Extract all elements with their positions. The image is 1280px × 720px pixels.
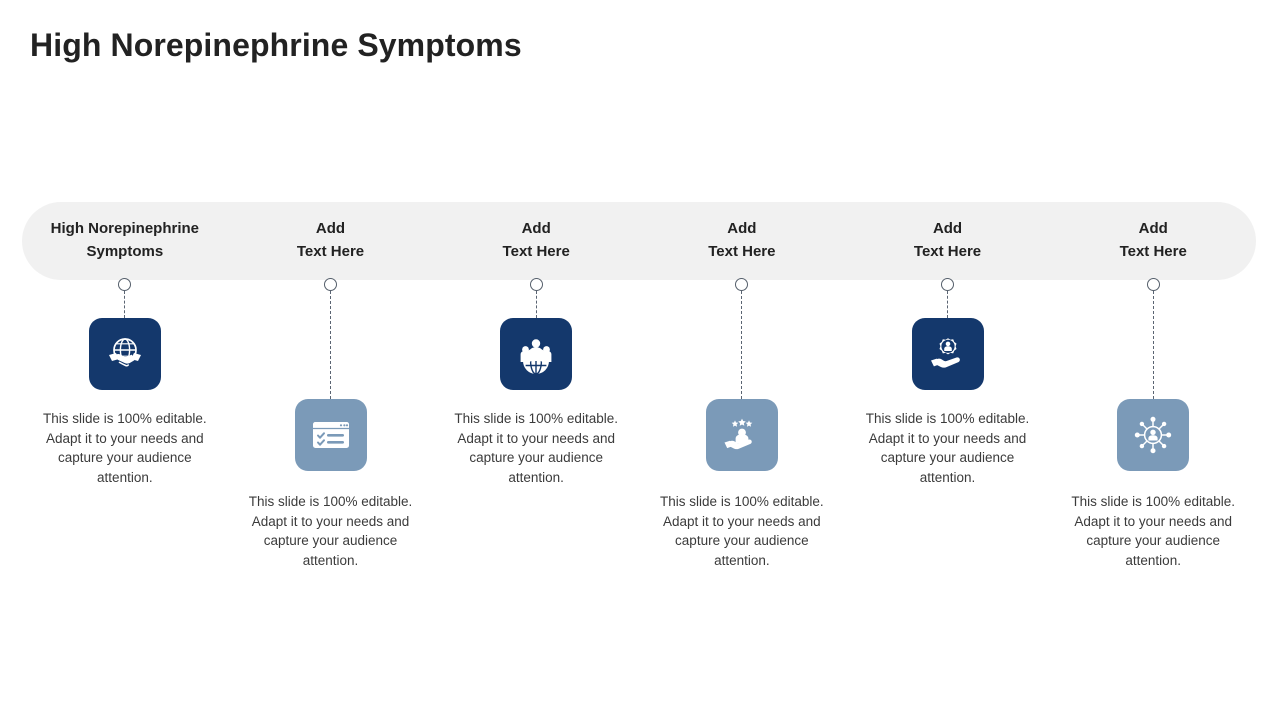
header-label-row: High Norepinephrine Symptoms Add Text He… [22, 202, 1256, 280]
connector-line-4 [741, 291, 743, 399]
connector-dot-2 [324, 278, 337, 291]
column-label-4-line2: Text Here [708, 243, 776, 260]
column-label-3-line2: Text Here [502, 243, 570, 260]
column-1-body: This slide is 100% editable. Adapt it to… [43, 411, 207, 485]
column-1[interactable]: This slide is 100% editable. Adapt it to… [22, 276, 228, 596]
connector-dot-4 [735, 278, 749, 291]
column-label-6-line1: Add [1138, 220, 1168, 238]
connector-dot-3 [529, 278, 543, 291]
connector-dot-1 [118, 278, 132, 291]
column-row: This slide is 100% editable. Adapt it to… [22, 276, 1256, 596]
global-team-icon [514, 332, 558, 376]
connector-line-5 [947, 291, 949, 318]
column-label-3[interactable]: Add Text Here [433, 218, 639, 264]
icon-tile-1[interactable] [88, 318, 161, 390]
column-label-4[interactable]: Add Text Here [639, 218, 845, 264]
column-5-body: This slide is 100% editable. Adapt it to… [865, 411, 1030, 485]
column-4[interactable]: This slide is 100% editable. Adapt it to… [639, 276, 845, 596]
icon-tile-3[interactable] [500, 318, 573, 390]
column-label-1-line1: High Norepinephrine [50, 220, 199, 238]
icon-tile-4[interactable] [705, 399, 778, 471]
column-2[interactable]: This slide is 100% editable. Adapt it to… [228, 276, 434, 596]
column-4-body: This slide is 100% editable. Adapt it to… [660, 494, 824, 568]
column-label-3-line1: Add [521, 220, 551, 238]
column-label-5-line1: Add [932, 220, 963, 238]
column-label-2[interactable]: Add Text Here [228, 218, 434, 264]
connector-dot-6 [1146, 278, 1160, 291]
column-label-4-line1: Add [727, 220, 757, 238]
icon-tile-2[interactable] [294, 399, 367, 471]
column-label-6-line2: Text Here [1119, 243, 1187, 260]
hand-gear-person-icon [926, 332, 970, 376]
column-label-2-line1: Add [315, 220, 346, 238]
column-label-1-line2: Symptoms [86, 243, 164, 260]
column-label-2-line2: Text Here [296, 243, 365, 260]
column-6-body: This slide is 100% editable. Adapt it to… [1071, 494, 1235, 568]
checklist-window-icon [310, 414, 352, 456]
column-6[interactable]: This slide is 100% editable. Adapt it to… [1050, 276, 1256, 596]
column-5[interactable]: This slide is 100% editable. Adapt it to… [845, 276, 1051, 596]
column-label-1[interactable]: High Norepinephrine Symptoms [22, 218, 228, 264]
column-3[interactable]: This slide is 100% editable. Adapt it to… [433, 276, 639, 596]
hand-person-stars-icon [721, 414, 763, 456]
globe-handshake-icon [103, 332, 147, 376]
connector-dot-5 [941, 278, 955, 291]
column-label-5-line2: Text Here [913, 243, 982, 260]
column-label-6[interactable]: Add Text Here [1050, 218, 1256, 264]
column-2-body: This slide is 100% editable. Adapt it to… [248, 494, 413, 568]
connector-line-1 [124, 291, 126, 318]
connector-line-3 [535, 291, 537, 318]
column-3-body: This slide is 100% editable. Adapt it to… [454, 411, 618, 485]
connector-line-2 [330, 291, 331, 399]
icon-tile-6[interactable] [1117, 399, 1190, 471]
connector-line-6 [1152, 291, 1154, 399]
icon-tile-5[interactable] [911, 318, 984, 390]
person-network-hub-icon [1132, 414, 1174, 456]
column-label-5[interactable]: Add Text Here [845, 218, 1051, 264]
page-title: High Norepinephrine Symptoms [30, 27, 522, 63]
header-pill-background [22, 202, 1256, 280]
